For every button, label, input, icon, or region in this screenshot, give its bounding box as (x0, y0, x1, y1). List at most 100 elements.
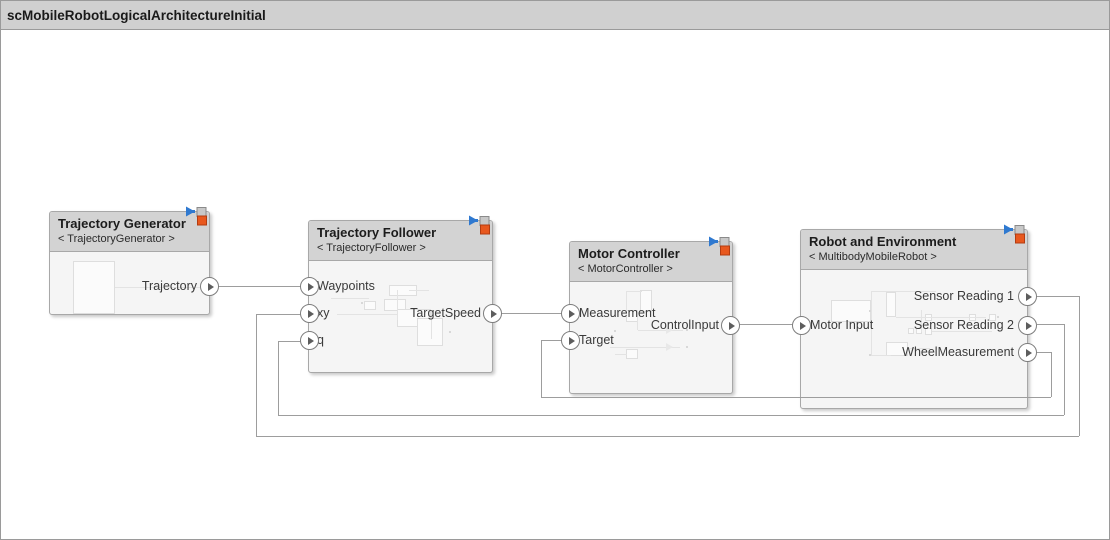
watermark-shape (626, 349, 638, 359)
window-title-bar: scMobileRobotLogicalArchitectureInitial (1, 1, 1109, 30)
wire-wheel-seg3[interactable] (541, 397, 1051, 398)
block-body-robot-and-environment (801, 270, 1027, 408)
watermark-shape (886, 292, 896, 317)
output-port-sensor-reading-2[interactable] (1018, 316, 1037, 335)
port-arrow-icon (728, 321, 735, 330)
wire-targetspeed-to-measurement[interactable] (496, 313, 566, 314)
port-arrow-icon (1025, 292, 1032, 301)
wire-wheel-seg1[interactable] (1037, 352, 1051, 353)
block-header-trajectory-follower: Trajectory Follower < TrajectoryFollower… (309, 221, 492, 261)
watermark-line (337, 314, 397, 315)
input-port-q[interactable] (300, 331, 319, 350)
wire-sensor2-seg3[interactable] (278, 415, 1064, 416)
watermark-line (626, 291, 642, 292)
watermark-line (409, 290, 429, 291)
port-label-wheelmeasurement: WheelMeasurement (902, 345, 1014, 359)
model-canvas[interactable]: Trajectory Generator < TrajectoryGenerat… (1, 30, 1109, 539)
port-arrow-icon (1025, 348, 1032, 357)
port-arrow-icon (307, 309, 314, 318)
output-port-targetspeed[interactable] (483, 304, 502, 323)
watermark-line (871, 291, 936, 292)
wire-sensor2-seg4[interactable] (278, 341, 279, 415)
block-body-trajectory-follower (309, 261, 492, 372)
port-label-targetspeed: TargetSpeed (410, 306, 481, 320)
watermark-dot (997, 316, 999, 318)
watermark-shape (908, 328, 914, 334)
component-port-badge-icon (469, 215, 490, 235)
component-port-badge-icon (186, 206, 207, 226)
watermark-shape (925, 328, 932, 335)
block-stereotype: < MotorController > (578, 263, 673, 275)
block-body-motor-controller (570, 282, 732, 393)
wire-trajectory-to-waypoints[interactable] (216, 286, 306, 287)
block-title: Robot and Environment (809, 234, 957, 249)
block-header-motor-controller: Motor Controller < MotorController > (570, 242, 732, 282)
port-arrow-icon (307, 282, 314, 291)
watermark-line (871, 355, 891, 356)
wire-sensor1-seg4[interactable] (256, 314, 257, 436)
watermark-dot (686, 346, 688, 348)
input-port-waypoints[interactable] (300, 277, 319, 296)
wire-sensor2-seg1[interactable] (1037, 324, 1064, 325)
block-trajectory-follower[interactable]: Trajectory Follower < TrajectoryFollower… (308, 215, 493, 373)
port-label-xy: xy (317, 306, 330, 320)
port-arrow-icon (490, 309, 497, 318)
port-label-target: Target (579, 333, 614, 347)
watermark-line (115, 287, 209, 288)
output-port-controlinput[interactable] (721, 316, 740, 335)
port-label-waypoints: Waypoints (317, 279, 375, 293)
port-arrow-icon (799, 321, 806, 330)
watermark-line (626, 291, 627, 313)
wire-sensor1-seg2[interactable] (1079, 296, 1080, 436)
watermark-line (637, 312, 638, 330)
input-port-measurement[interactable] (561, 304, 580, 323)
block-body-trajectory-generator (50, 252, 209, 314)
input-port-xy[interactable] (300, 304, 319, 323)
output-port-sensor-reading-1[interactable] (1018, 287, 1037, 306)
watermark-triangle (666, 326, 673, 334)
watermark-triangle (666, 343, 673, 351)
watermark-dot (449, 331, 451, 333)
input-port-target[interactable] (561, 331, 580, 350)
wire-sensor2-seg2[interactable] (1064, 324, 1065, 415)
watermark-shape (640, 290, 652, 312)
block-trajectory-generator[interactable]: Trajectory Generator < TrajectoryGenerat… (49, 206, 210, 315)
watermark-dot (869, 310, 871, 312)
watermark-shape (989, 314, 996, 321)
wire-wheel-seg5[interactable] (541, 340, 566, 341)
block-stereotype: < MultibodyMobileRobot > (809, 251, 937, 263)
wire-sensor1-seg3[interactable] (256, 436, 1079, 437)
input-port-motor-input[interactable] (792, 316, 811, 335)
watermark-shape (73, 261, 115, 314)
watermark-line (921, 310, 922, 332)
watermark-line (431, 311, 432, 339)
port-label-q: q (317, 333, 324, 347)
port-arrow-icon (207, 282, 214, 291)
port-label-motor-input: Motor Input (810, 318, 874, 332)
component-port-badge-icon (1004, 224, 1025, 244)
wire-controlinput-to-motorinput[interactable] (738, 324, 796, 325)
watermark-line (610, 347, 680, 348)
wire-sensor1-seg5[interactable] (256, 314, 306, 315)
output-port-wheelmeasurement[interactable] (1018, 343, 1037, 362)
watermark-line (615, 354, 627, 355)
wire-wheel-seg2[interactable] (1051, 352, 1052, 397)
port-arrow-icon (1025, 321, 1032, 330)
block-motor-controller[interactable]: Motor Controller < MotorController > (569, 236, 733, 394)
port-arrow-icon (307, 336, 314, 345)
port-label-sensor-reading-2: Sensor Reading 2 (913, 318, 1014, 332)
wire-sensor1-seg1[interactable] (1037, 296, 1079, 297)
watermark-line (896, 317, 986, 318)
window-title: scMobileRobotLogicalArchitectureInitial (7, 7, 266, 23)
component-port-badge-icon (709, 236, 730, 256)
block-robot-and-environment[interactable]: Robot and Environment < MultibodyMobileR… (800, 224, 1028, 409)
watermark-line (908, 348, 930, 349)
port-arrow-icon (568, 309, 575, 318)
wire-wheel-seg4[interactable] (541, 340, 542, 397)
port-label-sensor-reading-1: Sensor Reading 1 (913, 289, 1014, 303)
output-port-trajectory[interactable] (200, 277, 219, 296)
watermark-dot (614, 330, 616, 332)
wire-sensor2-seg5[interactable] (278, 341, 306, 342)
block-title: Trajectory Follower (317, 225, 437, 240)
